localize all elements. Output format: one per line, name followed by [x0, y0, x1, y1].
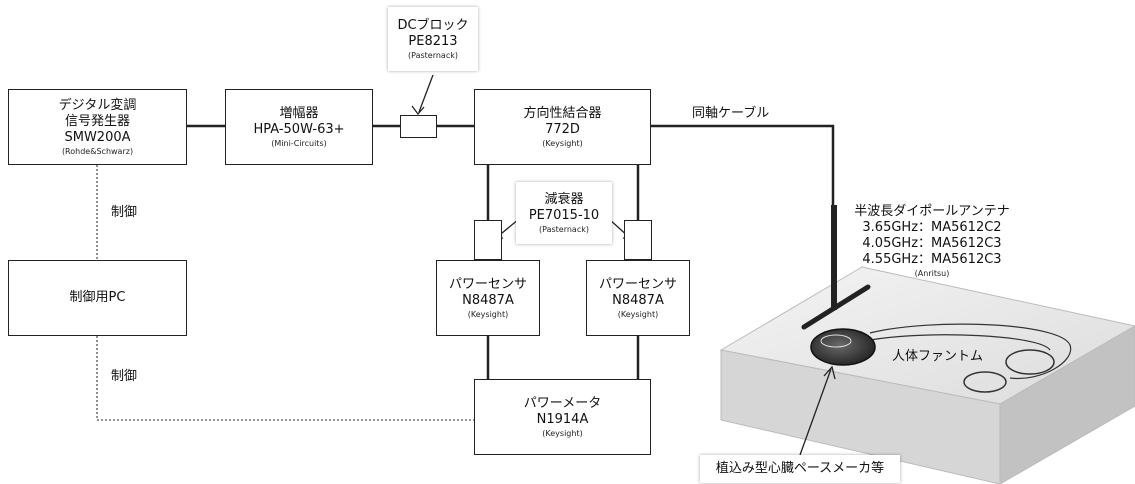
dcblock-maker: (Pasternack): [408, 50, 458, 60]
sensor2-name: パワーセンサ: [598, 276, 677, 292]
pacemaker-callout: 植込み型心臓ペースメーカ等: [700, 455, 900, 483]
meter-model: N1914A: [536, 411, 589, 427]
power-sensor-1: パワーセンサ N8487A (Keysight): [436, 260, 540, 336]
siggen-maker: (Rohde&Schwarz): [61, 146, 134, 156]
antenna-maker: (Anritsu): [914, 269, 950, 278]
control-pc-box: 制御用PC: [8, 260, 187, 336]
antenna-f1: 3.65GHz：MA5612C2: [862, 220, 1002, 235]
meter-maker: (Keysight): [542, 428, 583, 438]
coupler-name: 方向性結合器: [523, 105, 602, 121]
pacemaker-lead-2: [869, 334, 1051, 351]
siggen-label-2: 信号発生器: [64, 113, 130, 129]
dcblock-callout: DCブロック PE8213 (Pasternack): [388, 7, 478, 71]
sensor1-model: N8487A: [462, 292, 514, 308]
control-line-pc-meter: [96, 336, 474, 421]
power-meter-box: パワーメータ N1914A (Keysight): [474, 379, 651, 455]
pc-name: 制御用PC: [69, 290, 126, 305]
signal-generator-box: デジタル変調 信号発生器 SMW200A (Rohde&Schwarz): [8, 89, 187, 165]
siggen-label-1: デジタル変調: [58, 97, 137, 113]
dcblock-name: DCブロック: [397, 17, 469, 33]
coupler-maker: (Keysight): [542, 138, 583, 148]
arrow-dcblock: [418, 74, 434, 113]
amp-maker: (Mini-Circuits): [271, 138, 327, 148]
sensor1-name: パワーセンサ: [448, 276, 527, 292]
dcblock-model: PE8213: [408, 33, 458, 49]
siggen-model: SMW200A: [64, 129, 131, 145]
sensor1-maker: (Keysight): [467, 309, 509, 319]
control-label-top: 制御: [111, 205, 138, 220]
phantom-front: [720, 349, 1001, 484]
arrow-pacemaker: [799, 368, 832, 456]
antenna-f2: 4.05GHz：MA5612C3: [862, 236, 1002, 251]
attenuator-callout: 減衰器 PE7015-10 (Pasternack): [516, 182, 612, 244]
phantom-label: 人体ファントム: [892, 349, 984, 364]
sensor2-maker: (Keysight): [617, 309, 659, 319]
attenuator-maker: (Pasternack): [539, 224, 589, 234]
meter-name: パワーメータ: [523, 395, 602, 411]
probe-circle-1: [1005, 349, 1055, 375]
dcblock-component: [400, 115, 437, 138]
probe-circle-2: [963, 371, 1007, 393]
antenna-name: 半波長ダイポールアンテナ: [854, 204, 1010, 219]
pacemaker-highlight: [820, 334, 852, 348]
attenuator-1: [474, 220, 502, 260]
antenna-label: 半波長ダイポールアンテナ 3.65GHz：MA5612C2 4.05GHz：MA…: [842, 204, 1022, 279]
coupler-model: 772D: [545, 121, 580, 137]
antenna-f3: 4.55GHz：MA5612C3: [862, 252, 1002, 267]
amplifier-box: 増幅器 HPA-50W-63+ (Mini-Circuits): [225, 89, 373, 165]
amp-model: HPA-50W-63+: [253, 121, 345, 137]
coaxial-cable-label: 同軸ケーブル: [692, 106, 770, 121]
antenna-mast: [831, 205, 837, 310]
amp-name: 増幅器: [279, 105, 319, 121]
pacemaker-label: 植込み型心臓ペースメーカ等: [715, 461, 885, 476]
pacemaker-lead: [869, 323, 1072, 380]
sensor2-model: N8487A: [612, 292, 664, 308]
arrowhead-pacemaker: [823, 365, 836, 380]
power-sensor-2: パワーセンサ N8487A (Keysight): [586, 260, 690, 336]
attenuator-name: 減衰器: [544, 191, 584, 207]
arrowhead-dcblock: [411, 105, 425, 116]
phantom-side: [999, 325, 1135, 484]
attenuator-2: [624, 220, 652, 260]
antenna-element: [801, 284, 871, 330]
attenuator-model: PE7015-10: [528, 207, 600, 223]
directional-coupler-box: 方向性結合器 772D (Keysight): [474, 89, 651, 165]
coaxial-cable-line: [651, 124, 835, 205]
pacemaker-shape: [810, 328, 876, 366]
control-label-bottom: 制御: [111, 369, 138, 384]
